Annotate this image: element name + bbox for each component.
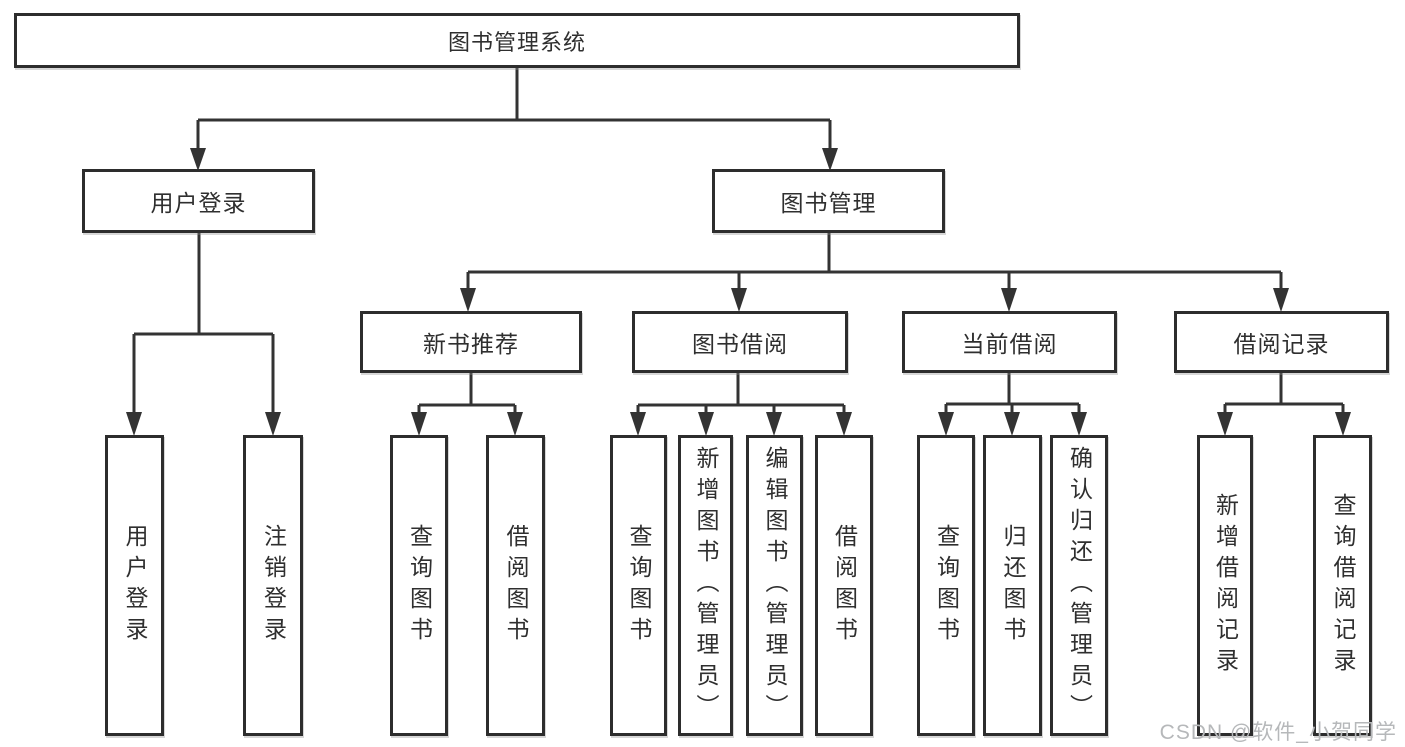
connector-book-management-branch <box>460 233 1289 312</box>
node-new-book-recommend: 新书推荐 <box>360 311 582 373</box>
node-user-login: 用户登录 <box>82 169 315 233</box>
leaf-borrow-books-label: 借阅图书 <box>831 523 858 648</box>
leaf-add-books-admin-label: 新增图书（管理员） <box>693 446 719 725</box>
leaf-borrow-books-newbook-label: 借阅图书 <box>503 523 529 648</box>
leaf-edit-books-admin: 编辑图书（管理员） <box>746 435 803 736</box>
leaf-confirm-return-admin: 确认归还（管理员） <box>1050 435 1108 736</box>
leaf-logout: 注销登录 <box>243 435 303 736</box>
leaf-query-books-borrow-label: 查询图书 <box>626 523 652 648</box>
leaf-confirm-return-admin-label: 确认归还（管理员） <box>1066 446 1093 725</box>
node-book-management: 图书管理 <box>712 169 945 233</box>
leaf-add-borrow-record: 新增借阅记录 <box>1197 435 1253 736</box>
leaf-query-borrow-record: 查询借阅记录 <box>1313 435 1372 736</box>
connector-root-to-level2 <box>190 68 838 171</box>
leaf-user-login-label: 用户登录 <box>122 523 148 648</box>
node-current-borrow: 当前借阅 <box>902 311 1117 373</box>
connector-new-book-branch <box>411 373 523 436</box>
leaf-add-borrow-record-label: 新增借阅记录 <box>1212 492 1239 679</box>
node-borrow-records: 借阅记录 <box>1174 311 1389 373</box>
leaf-user-login: 用户登录 <box>105 435 164 736</box>
leaf-add-books-admin: 新增图书（管理员） <box>678 435 733 736</box>
leaf-query-books-newbook: 查询图书 <box>390 435 448 736</box>
leaf-return-books: 归还图书 <box>983 435 1042 736</box>
node-book-borrow: 图书借阅 <box>632 311 848 373</box>
connector-book-borrow-branch <box>630 373 852 436</box>
leaf-query-books-current: 查询图书 <box>917 435 975 736</box>
leaf-borrow-books-newbook: 借阅图书 <box>486 435 545 736</box>
leaf-return-books-label: 归还图书 <box>1000 523 1026 648</box>
connector-user-login-branch <box>126 233 281 436</box>
node-library-management-system: 图书管理系统 <box>14 13 1020 68</box>
leaf-borrow-books: 借阅图书 <box>815 435 873 736</box>
leaf-query-borrow-record-label: 查询借阅记录 <box>1330 492 1356 679</box>
connector-current-borrow-branch <box>938 373 1087 436</box>
leaf-query-books-borrow: 查询图书 <box>610 435 667 736</box>
leaf-edit-books-admin-label: 编辑图书（管理员） <box>762 446 788 725</box>
connector-borrow-records-branch <box>1217 373 1351 436</box>
leaf-logout-label: 注销登录 <box>260 523 287 648</box>
leaf-query-books-newbook-label: 查询图书 <box>406 523 433 648</box>
csdn-watermark: CSDN @软件_小贺同学 <box>1159 721 1397 744</box>
leaf-query-books-current-label: 查询图书 <box>933 523 960 648</box>
